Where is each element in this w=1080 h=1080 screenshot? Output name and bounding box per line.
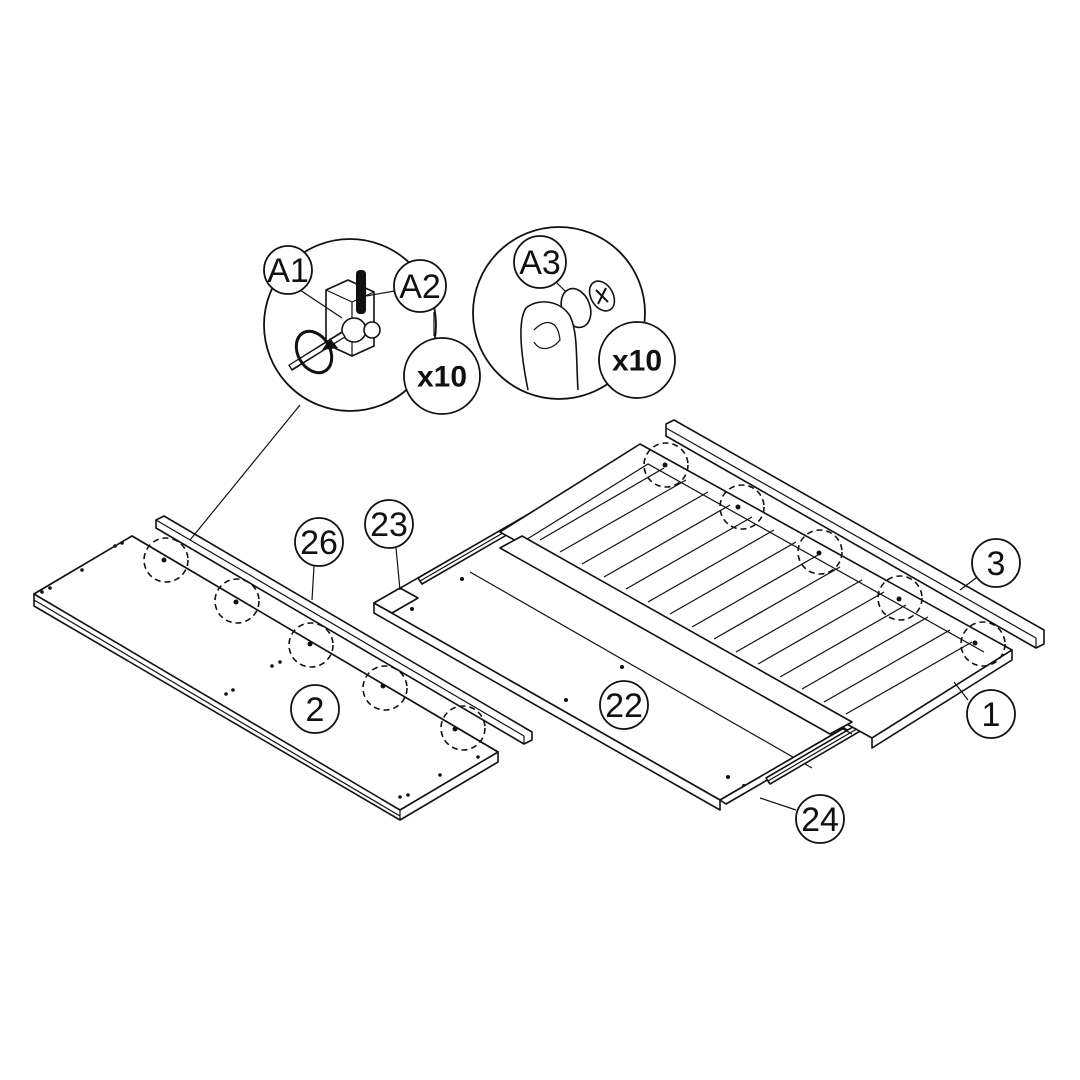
part-label-3: 3	[959, 538, 1021, 591]
cam-positions-right	[643, 442, 1006, 667]
part-number-1: 1	[982, 696, 1001, 734]
quantity-badge-2: x10	[598, 321, 676, 399]
left-rail-26	[155, 515, 533, 745]
quantity-text-2: x10	[612, 345, 662, 378]
part-number-24: 24	[801, 801, 839, 839]
part-number-3: 3	[987, 545, 1006, 583]
label-a3: A3	[513, 235, 567, 293]
label-a2-text: A2	[399, 268, 441, 306]
part-label-2: 2	[290, 684, 340, 734]
slatted-panel-1	[499, 443, 1013, 749]
label-a2: A2	[365, 259, 447, 313]
quantity-text-1: x10	[417, 361, 467, 394]
part-label-23: 23	[364, 499, 414, 591]
rail-3	[665, 419, 1045, 649]
part-label-1: 1	[953, 681, 1016, 739]
part-label-24: 24	[759, 794, 845, 844]
part-number-26: 26	[300, 524, 338, 562]
label-a1-text: A1	[267, 252, 309, 290]
left-panel-2	[33, 535, 499, 821]
quantity-badge-1: x10	[403, 312, 481, 415]
part-number-23: 23	[370, 506, 408, 544]
part-number-22: 22	[605, 687, 643, 725]
slats	[539, 467, 973, 715]
part-number-2: 2	[306, 691, 325, 729]
cam-positions-left	[143, 537, 486, 751]
label-a3-text: A3	[519, 244, 561, 282]
label-a1: A1	[263, 245, 343, 319]
part-label-22: 22	[599, 680, 649, 730]
part-label-26: 26	[294, 517, 344, 601]
